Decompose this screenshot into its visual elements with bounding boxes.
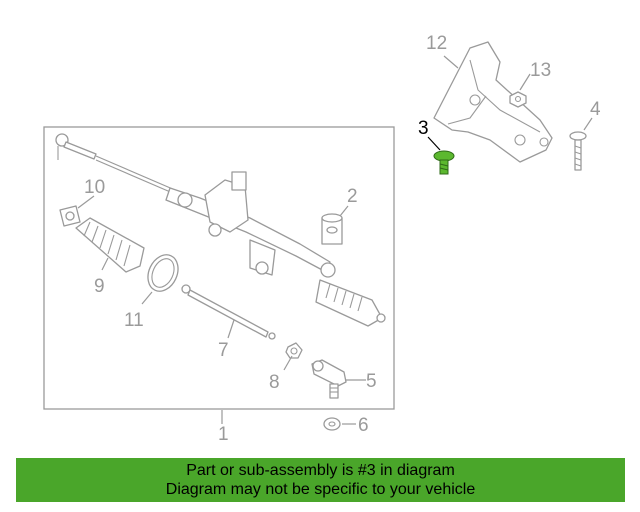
part-10-clamp[interactable] xyxy=(59,205,81,227)
part-12-heat-shield[interactable] xyxy=(433,41,553,163)
banner-line-2: Diagram may not be specific to your vehi… xyxy=(165,481,476,498)
callout-10: 10 xyxy=(84,177,105,198)
part-13-nut[interactable] xyxy=(509,91,527,108)
callout-6: 6 xyxy=(358,415,369,436)
callout-9: 9 xyxy=(94,276,105,297)
part-11-clamp-ring[interactable] xyxy=(142,250,183,296)
leader-lines xyxy=(77,55,593,425)
part-4-bolt[interactable] xyxy=(569,131,587,171)
banner-line-1: Part or sub-assembly is #3 in diagram xyxy=(186,462,455,479)
assembly-frame xyxy=(43,126,395,410)
part-2-bushing[interactable] xyxy=(321,213,343,245)
callouts: 1 2 3 4 5 6 7 8 9 10 11 12 13 xyxy=(84,33,601,445)
part-5-outer-tie-rod[interactable] xyxy=(311,359,347,399)
part-6-nut[interactable] xyxy=(323,417,341,431)
callout-4: 4 xyxy=(590,99,601,120)
steering-rack-assembly[interactable] xyxy=(55,133,386,327)
callout-2: 2 xyxy=(347,186,358,207)
callout-11: 11 xyxy=(124,310,144,331)
callout-3: 3 xyxy=(418,118,429,139)
parts-diagram: 1 2 3 4 5 6 7 8 9 10 11 12 13 xyxy=(43,33,601,445)
callout-1: 1 xyxy=(218,424,229,445)
callout-12: 12 xyxy=(426,33,447,54)
part-9-boot[interactable] xyxy=(75,217,145,273)
part-7-inner-tie-rod[interactable] xyxy=(181,284,276,340)
part-8-nut[interactable] xyxy=(285,342,303,359)
callout-13: 13 xyxy=(530,60,551,81)
callout-7: 7 xyxy=(218,340,229,361)
part-3-bolt-highlighted[interactable] xyxy=(433,150,455,175)
callout-8: 8 xyxy=(269,372,280,393)
info-banner: Part or sub-assembly is #3 in diagram Di… xyxy=(16,458,625,502)
callout-5: 5 xyxy=(366,371,377,392)
